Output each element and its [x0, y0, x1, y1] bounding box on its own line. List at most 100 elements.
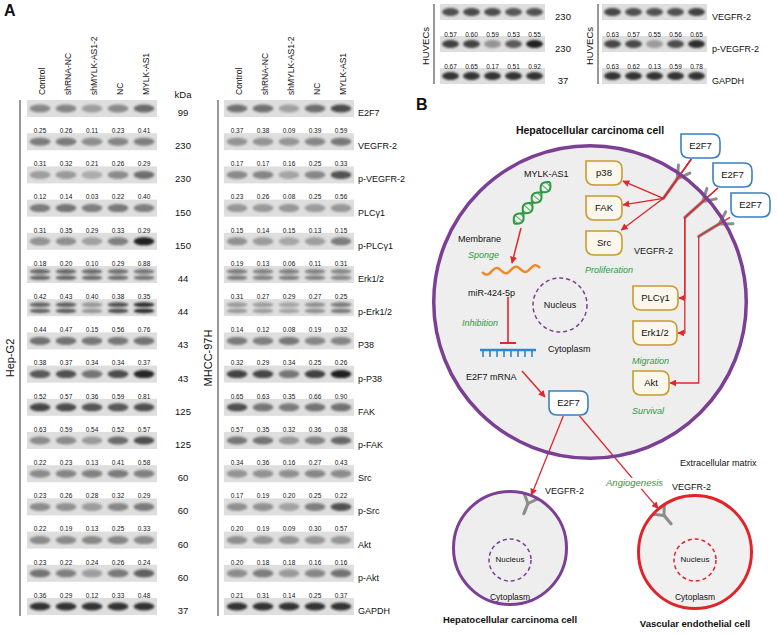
nucleus-label: Nucleus	[496, 555, 525, 564]
kda-marker: 60	[178, 506, 189, 517]
label-holder: 0.26	[257, 185, 270, 203]
protein-band	[305, 302, 326, 307]
blot-strip	[224, 299, 354, 316]
blot-background	[224, 598, 354, 615]
protein-band	[134, 105, 155, 113]
protein-band	[227, 503, 248, 511]
label-holder: 0.25	[309, 484, 322, 502]
band-value: 0.53	[507, 31, 520, 38]
protein-band	[484, 72, 501, 80]
label-holder: 0.31	[231, 285, 244, 303]
band-value: 0.37	[138, 359, 151, 366]
helix-rung	[532, 200, 535, 203]
protein-band	[30, 138, 51, 146]
label-holder: 0.76	[138, 318, 151, 336]
blot-strip	[27, 266, 157, 283]
protein-band	[463, 40, 480, 48]
label-holder: 0.13	[309, 219, 322, 237]
protein-band	[227, 269, 248, 274]
band-value: 0.38	[34, 359, 47, 366]
protein-band	[253, 569, 274, 577]
protein-band	[688, 72, 705, 80]
band-value: 0.12	[34, 193, 47, 200]
blot-strip	[224, 598, 354, 615]
structure-label: Membrane	[458, 234, 501, 244]
label-holder: VEGFR-2	[358, 135, 397, 153]
label-holder: NC	[109, 83, 127, 95]
blot-strip	[602, 68, 707, 84]
protein-band	[82, 437, 103, 445]
protein-band	[134, 470, 155, 478]
band-value: 0.13	[257, 260, 270, 267]
helix-rung	[515, 215, 523, 222]
label-holder: 125	[175, 401, 191, 419]
protein-band	[305, 470, 326, 478]
label-holder: Extracellular matrix	[680, 452, 757, 470]
band-value: 0.22	[60, 559, 73, 566]
kda-marker: 150	[175, 208, 191, 219]
label-holder: 0.56	[669, 23, 682, 41]
protein-tab	[731, 193, 770, 217]
label-holder: 0.23	[60, 451, 73, 469]
nucleus: Nucleus	[488, 538, 532, 582]
protein-label: Erk1/2	[358, 274, 384, 284]
blot-background	[224, 166, 354, 183]
band-value: 0.78	[690, 63, 703, 70]
protein-tab	[549, 391, 588, 415]
label-holder: 0.65	[231, 385, 244, 403]
band-value: 0.37	[335, 592, 348, 599]
kda-marker: 230	[555, 44, 571, 55]
protein-band	[227, 470, 248, 478]
band-value: 0.23	[60, 459, 73, 466]
mrna-base	[482, 350, 484, 357]
band-value: 0.24	[138, 559, 151, 566]
label-holder: 0.27	[309, 285, 322, 303]
cell-body: Hepatocellular carcinoma cellNucleus	[452, 490, 568, 606]
band-value: 0.26	[60, 492, 73, 499]
label-holder: 0.06	[283, 252, 296, 270]
band-value: 0.23	[112, 127, 125, 134]
protein-band	[279, 403, 300, 411]
label-holder: 60	[178, 467, 189, 485]
band-value: 0.29	[86, 227, 99, 234]
protein-band	[134, 536, 155, 544]
label-holder: 0.31	[257, 584, 270, 602]
label-holder: 0.13	[86, 451, 99, 469]
band-value: 0.19	[309, 326, 322, 333]
label-holder: 0.19	[231, 252, 244, 270]
label-holder: 0.88	[138, 252, 151, 270]
protein-band	[646, 40, 663, 48]
label-holder: 0.36	[257, 451, 270, 469]
protein-band	[56, 171, 77, 179]
protein-band	[227, 403, 248, 411]
protein-band	[227, 536, 248, 544]
band-value: 0.22	[34, 459, 47, 466]
protein-band	[667, 72, 684, 80]
label-holder: 0.59	[60, 418, 73, 436]
band-value: 0.34	[86, 359, 99, 366]
protein-band	[108, 437, 129, 445]
protein-band	[30, 171, 51, 179]
receptor-stem	[664, 515, 671, 523]
band-value: 0.14	[60, 193, 73, 200]
process-label: Migration	[632, 356, 669, 366]
lane-header: Control	[235, 68, 245, 95]
protein-band	[56, 309, 77, 314]
protein-band	[253, 237, 274, 245]
protein-band	[227, 603, 248, 611]
band-value: 0.18	[34, 260, 47, 267]
protein-band	[108, 302, 129, 307]
blot-background	[27, 399, 157, 416]
band-value: 0.34	[112, 359, 125, 366]
protein-label: GAPDH	[358, 606, 390, 616]
blot-background	[27, 465, 157, 482]
band-value: 0.13	[86, 459, 99, 466]
band-value: 0.38	[257, 127, 270, 134]
label-holder: 44	[178, 268, 189, 286]
band-value: 0.09	[283, 127, 296, 134]
signal-arrow	[623, 159, 691, 198]
band-value: 0.16	[283, 160, 296, 167]
protein-band	[227, 237, 248, 245]
protein-band	[331, 204, 352, 212]
